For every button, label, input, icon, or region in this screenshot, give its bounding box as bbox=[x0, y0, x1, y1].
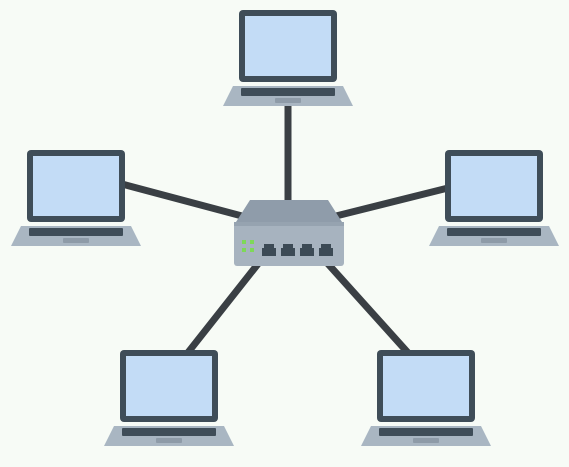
cable-to-laptop-right bbox=[332, 184, 452, 220]
switch-ports bbox=[262, 244, 333, 256]
status-led bbox=[250, 240, 254, 244]
laptop-keyboard bbox=[122, 428, 216, 436]
laptop-top bbox=[223, 10, 353, 106]
cable-to-laptop-left bbox=[118, 180, 246, 220]
ethernet-port bbox=[281, 244, 295, 256]
switch-front-shade bbox=[234, 222, 344, 226]
laptop-keyboard bbox=[379, 428, 473, 436]
status-led bbox=[242, 248, 246, 252]
laptop-screen bbox=[33, 156, 119, 216]
laptop-screen bbox=[451, 156, 537, 216]
laptop-keyboard bbox=[447, 228, 541, 236]
cable-to-laptop-bottom-left bbox=[182, 251, 269, 359]
laptop-screen bbox=[126, 356, 212, 416]
network-switch bbox=[234, 200, 344, 266]
laptop-keyboard bbox=[29, 228, 123, 236]
laptop-bottom-left bbox=[104, 350, 234, 446]
laptop-left bbox=[11, 150, 141, 246]
laptop-right bbox=[429, 150, 559, 246]
laptop-screen bbox=[245, 16, 331, 76]
laptop-touchpad bbox=[413, 438, 439, 443]
status-leds bbox=[242, 240, 254, 252]
ethernet-port bbox=[262, 244, 276, 256]
switch-top-face bbox=[236, 200, 342, 222]
laptop-keyboard bbox=[241, 88, 335, 96]
cable-layer bbox=[118, 100, 452, 359]
laptop-touchpad bbox=[275, 98, 301, 103]
ethernet-port bbox=[319, 244, 333, 256]
laptop-bottom-right bbox=[361, 350, 491, 446]
cable-to-laptop-bottom-right bbox=[316, 251, 414, 359]
laptop-touchpad bbox=[156, 438, 182, 443]
laptop-screen bbox=[383, 356, 469, 416]
laptop-touchpad bbox=[63, 238, 89, 243]
ethernet-port bbox=[300, 244, 314, 256]
status-led bbox=[242, 240, 246, 244]
laptop-touchpad bbox=[481, 238, 507, 243]
status-led bbox=[250, 248, 254, 252]
